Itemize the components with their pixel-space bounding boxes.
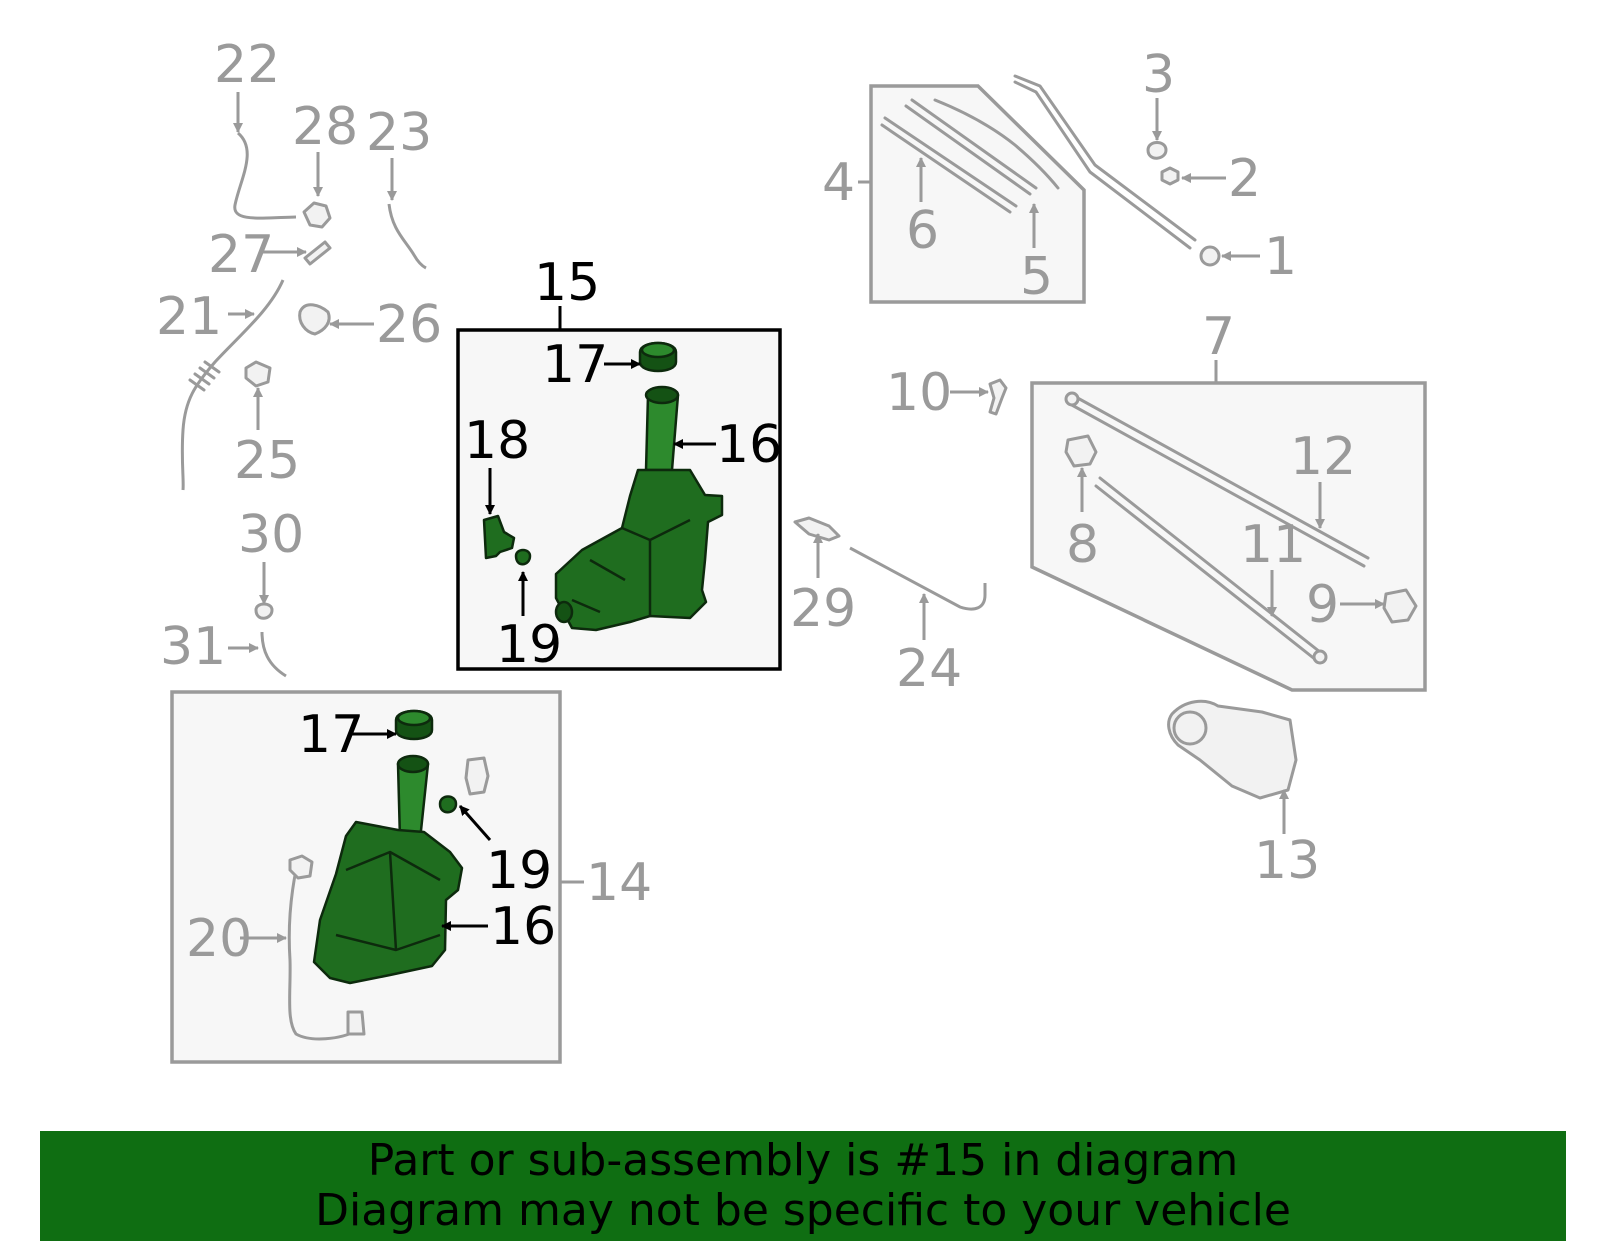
footer-line-part-number: Part or sub-assembly is #15 in diagram xyxy=(367,1135,1239,1186)
callout-15: 15 xyxy=(534,253,600,313)
pivot-cap-part-3 xyxy=(1146,141,1168,160)
callout-30: 30 xyxy=(238,505,304,565)
callout-22: 22 xyxy=(214,35,280,95)
hose-joint-part-29 xyxy=(793,516,841,542)
reservoir-neck-opening-part-16-b xyxy=(396,754,430,774)
callout-12: 12 xyxy=(1290,427,1356,487)
hose-connector-part-28 xyxy=(302,201,332,229)
callout-19-b: 19 xyxy=(486,841,552,901)
callout-18: 18 xyxy=(464,411,530,471)
reservoir-cap-top-part-17 xyxy=(640,341,676,359)
callout-4: 4 xyxy=(822,153,855,213)
callout-29: 29 xyxy=(790,579,856,639)
reservoir-cap-top-part-17-b xyxy=(396,709,432,727)
hose-corrugation-part-21 xyxy=(188,360,221,392)
footer-banner: Part or sub-assembly is #15 in diagram D… xyxy=(40,1131,1566,1241)
callout-23: 23 xyxy=(366,103,432,163)
callout-11: 11 xyxy=(1240,515,1306,575)
pump-grommet-part-19 xyxy=(514,548,532,566)
washer-hose-part-22 xyxy=(233,131,297,220)
washer-hose-part-31 xyxy=(260,631,287,678)
washer-pump-outline-part-14 xyxy=(464,756,490,796)
wiper-blade-frame-part-5 xyxy=(933,98,1060,190)
reservoir-neck-opening-part-16 xyxy=(644,385,680,405)
washer-nozzle-part-26 xyxy=(298,303,331,336)
washer-pump-part-18 xyxy=(482,514,516,560)
callout-24: 24 xyxy=(896,639,962,699)
callout-27: 27 xyxy=(208,225,274,285)
callout-19: 19 xyxy=(496,615,562,675)
wiper-blade-assembly-box xyxy=(869,84,1086,304)
wiper-arm-pivot-part-1 xyxy=(1199,245,1221,267)
callout-6: 6 xyxy=(906,201,939,261)
link-rod-part-12 xyxy=(1068,394,1370,568)
callout-9: 9 xyxy=(1306,575,1339,635)
reservoir-tank-detail-part-16-b xyxy=(335,850,441,952)
check-valve-part-30 xyxy=(254,602,274,620)
washer-hose-part-23 xyxy=(387,203,427,270)
link-rod-end-part-12 xyxy=(1064,391,1080,407)
link-rod-end-part-11 xyxy=(1312,649,1328,665)
callout-13: 13 xyxy=(1254,831,1320,891)
hose-clip-part-27 xyxy=(303,240,332,266)
reservoir-neck-part-16 xyxy=(644,393,680,472)
callout-5: 5 xyxy=(1020,247,1053,307)
callout-17-b: 17 xyxy=(298,705,364,765)
bolt-part-10 xyxy=(988,378,1008,416)
footer-line-disclaimer: Diagram may not be specific to your vehi… xyxy=(315,1185,1291,1236)
wiper-arm-part-1 xyxy=(1013,74,1197,250)
callout-2: 2 xyxy=(1228,149,1261,209)
washer-hose-part-21 xyxy=(180,279,285,491)
wiper-blade-part-5 xyxy=(904,98,1038,196)
washer-hose-part-24 xyxy=(849,546,987,611)
grommet-part-25 xyxy=(244,360,272,388)
callout-21: 21 xyxy=(156,287,222,347)
reservoir-outlet-part-16 xyxy=(554,600,574,624)
harness-connector-part-20 xyxy=(288,854,314,880)
callout-25: 25 xyxy=(234,431,300,491)
callout-28: 28 xyxy=(292,97,358,157)
callout-31: 31 xyxy=(160,617,226,677)
wiper-blade-part-6 xyxy=(880,116,1018,214)
pump-grommet-part-19-b xyxy=(438,795,458,814)
callout-26: 26 xyxy=(376,295,442,355)
callout-10: 10 xyxy=(886,363,952,423)
callout-17: 17 xyxy=(542,335,608,395)
wiring-harness-part-20 xyxy=(287,869,359,1041)
wiper-pivot-part-8 xyxy=(1064,434,1098,468)
callout-16: 16 xyxy=(716,415,782,475)
callout-1: 1 xyxy=(1264,227,1297,287)
pivot-nut-part-2 xyxy=(1160,166,1180,186)
callout-14: 14 xyxy=(586,853,652,913)
reservoir-tank-detail-part-16 xyxy=(571,518,691,616)
harness-connector-end-part-20 xyxy=(346,1010,366,1036)
linkage-assembly-box xyxy=(1030,381,1427,692)
link-rod-part-11 xyxy=(1094,476,1322,662)
reservoir-tank-part-16-b xyxy=(312,820,464,985)
wiper-motor-housing-part-13 xyxy=(1172,710,1208,746)
callout-16-b: 16 xyxy=(490,897,556,957)
callout-20: 20 xyxy=(186,909,252,969)
leader-19-b xyxy=(458,805,492,841)
reservoir-tank-part-16 xyxy=(554,468,724,632)
callout-7: 7 xyxy=(1202,307,1235,367)
callout-3: 3 xyxy=(1142,45,1175,105)
callout-8: 8 xyxy=(1066,515,1099,575)
